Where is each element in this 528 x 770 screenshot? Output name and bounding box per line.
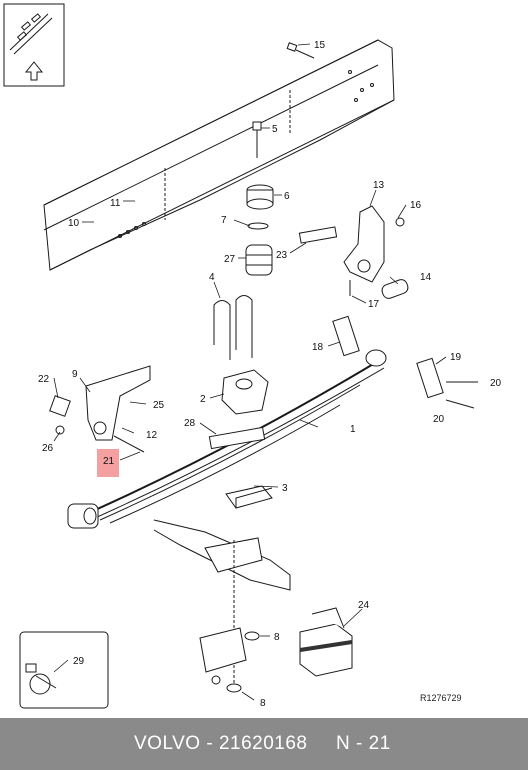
bracket-28	[208, 426, 266, 450]
callout-19: 19	[450, 352, 462, 363]
callout-2: 2	[200, 394, 206, 405]
callout-23: 23	[276, 250, 288, 261]
callout-4: 4	[209, 272, 215, 283]
callout-22: 22	[38, 374, 50, 385]
callout-6: 6	[284, 191, 290, 202]
callout-8-lower: 8	[260, 698, 266, 709]
callout-12: 12	[146, 430, 158, 441]
plate-3	[225, 485, 273, 509]
bushing-14	[381, 279, 409, 299]
callout-26: 26	[42, 443, 54, 454]
callout-25: 25	[153, 400, 165, 411]
callout-20-lower: 20	[433, 414, 445, 425]
callout-5: 5	[272, 124, 278, 135]
ball-joint-inset	[19, 631, 109, 709]
parts-diagram: 15 5 6 7 11 10 13 16 23 27 4 14 17 18 19…	[3, 3, 502, 709]
kit-box-24	[299, 607, 353, 677]
part-number: VOLVO - 21620168	[134, 733, 308, 754]
orientation-inset	[3, 3, 65, 87]
callout-18: 18	[312, 342, 324, 353]
axle-housing	[153, 519, 291, 690]
callout-16: 16	[410, 200, 422, 211]
callout-24: 24	[358, 600, 370, 611]
footer-bar: VOLVO - 21620168 N - 21	[0, 718, 528, 770]
callout-7: 7	[221, 215, 227, 226]
callout-21: 21	[103, 456, 115, 467]
u-bolts-4	[213, 295, 253, 360]
callout-29: 29	[73, 656, 85, 667]
highlight-21	[97, 449, 119, 477]
leader-lines	[53, 43, 447, 701]
up-arrow-icon	[24, 61, 44, 81]
rear-hanger-13	[298, 205, 405, 296]
axle-seat-2	[221, 369, 269, 415]
callout-20-upper: 20	[490, 378, 502, 389]
callout-13: 13	[373, 180, 385, 191]
shackle-plate-18	[332, 315, 360, 357]
chassis-frame-rail	[43, 39, 395, 271]
clamp-plate	[199, 627, 260, 693]
callout-8-upper: 8	[274, 632, 280, 643]
callout-1: 1	[350, 424, 356, 435]
callout-11: 11	[110, 198, 121, 209]
reference-code: R1276729	[420, 693, 462, 703]
callout-28: 28	[184, 418, 196, 429]
bump-stop-assembly	[245, 184, 274, 276]
callout-3: 3	[282, 483, 288, 494]
callout-9: 9	[72, 369, 78, 380]
shackle-plate-19	[416, 357, 478, 409]
bolt-15	[286, 42, 315, 59]
bolt-5	[252, 121, 262, 158]
callout-14: 14	[420, 272, 432, 283]
callout-17: 17	[368, 299, 380, 310]
callout-10: 10	[68, 218, 80, 229]
front-hanger-9	[49, 365, 151, 453]
page-number: N - 21	[336, 733, 391, 754]
callout-27: 27	[224, 254, 236, 265]
callout-15: 15	[314, 40, 326, 51]
